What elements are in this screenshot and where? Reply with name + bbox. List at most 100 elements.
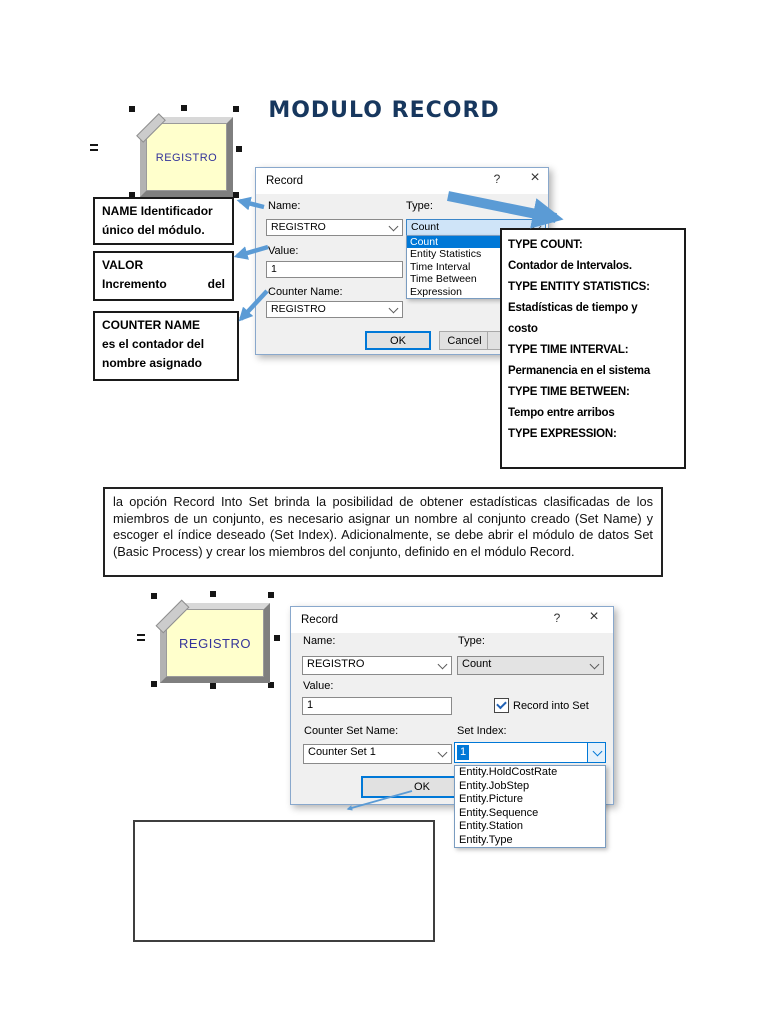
selection-handle[interactable] <box>274 635 280 641</box>
connector-mark <box>137 639 145 641</box>
value-input[interactable]: 1 <box>266 261 403 278</box>
callout-counter-line3: nombre asignado <box>102 356 203 370</box>
empty-annotation-box <box>133 820 435 942</box>
type-value: Count <box>462 658 492 670</box>
type-combobox[interactable]: Count <box>457 656 604 675</box>
record-into-set-label: Record into Set <box>513 700 589 712</box>
chevron-down-icon[interactable] <box>388 303 399 313</box>
counter-name-value: REGISTRO <box>271 303 326 315</box>
callout-name-rest: Identificador <box>140 204 213 218</box>
type-explanation-line: TYPE TIME BETWEEN: <box>508 386 630 398</box>
counter-set-name-label: Counter Set Name: <box>304 725 399 737</box>
set-index-option[interactable]: Entity.Picture <box>459 793 523 805</box>
selection-handle[interactable] <box>210 683 216 689</box>
page-title: MODULO RECORD <box>268 98 500 123</box>
set-index-dropdown-button[interactable] <box>587 743 605 762</box>
name-value: REGISTRO <box>271 221 326 233</box>
counter-set-name-value: Counter Set 1 <box>308 746 376 758</box>
callout-valor-line2: Incremento del <box>102 275 225 294</box>
name-label: Name: <box>268 200 301 212</box>
close-button[interactable]: × <box>530 169 540 186</box>
name-label: Name: <box>303 635 336 647</box>
type-explanation-line: TYPE COUNT: <box>508 239 583 251</box>
type-explanation-line: TYPE ENTITY STATISTICS: <box>508 281 650 293</box>
help-button[interactable]: ? <box>493 172 501 186</box>
selection-handle[interactable] <box>268 682 274 688</box>
type-option[interactable]: Time Interval <box>410 260 471 273</box>
type-label: Type: <box>406 200 433 212</box>
chevron-down-icon[interactable] <box>388 221 399 231</box>
record-module-shape-2[interactable]: REGISTRO <box>155 599 270 683</box>
selection-handle[interactable] <box>129 192 135 198</box>
counter-set-name-combobox[interactable]: Counter Set 1 <box>303 744 452 764</box>
set-index-option[interactable]: Entity.JobStep <box>459 779 530 792</box>
counter-name-combobox[interactable]: REGISTRO <box>266 301 403 318</box>
callout-valor-heading: VALOR <box>102 258 144 272</box>
value-label: Value: <box>268 245 299 257</box>
counter-name-label: Counter Name: <box>268 286 343 298</box>
callout-counter-heading: COUNTER NAME <box>102 318 200 332</box>
chevron-down-icon <box>592 746 603 756</box>
set-index-combobox[interactable]: 1 <box>454 742 606 763</box>
set-index-value: 1 <box>457 745 470 760</box>
value-text: 1 <box>271 263 277 275</box>
selection-handle[interactable] <box>151 593 157 599</box>
cancel-button[interactable]: Cancel <box>439 331 490 350</box>
ok-button[interactable]: OK <box>365 331 431 350</box>
type-explanation-line: Contador de Intervalos. <box>508 260 632 272</box>
set-index-option[interactable]: Entity.Type <box>459 833 513 846</box>
value-label: Value: <box>303 680 334 692</box>
dialog1-titlebar[interactable]: Record ? × <box>256 168 548 194</box>
type-explanation-line: TYPE TIME INTERVAL: <box>508 344 629 356</box>
callout-counter-name: COUNTER NAME es el contador del nombre a… <box>93 311 239 381</box>
callout-name-line1: NAME Identificador <box>102 202 225 221</box>
value-input[interactable]: 1 <box>302 697 452 715</box>
dialog1-title: Record <box>266 175 304 187</box>
name-combobox[interactable]: REGISTRO <box>266 219 403 236</box>
name-value: REGISTRO <box>307 658 365 670</box>
type-option[interactable]: Time Between <box>410 273 477 286</box>
record-into-set-paragraph: la opción Record Into Set brinda la posi… <box>103 487 663 577</box>
module-label: REGISTRO <box>179 635 251 651</box>
callout-valor-word2: del <box>207 277 225 291</box>
connector-mark <box>90 149 98 151</box>
close-button[interactable]: × <box>589 608 599 625</box>
selection-handle[interactable] <box>210 591 216 597</box>
selection-handle[interactable] <box>181 105 187 111</box>
record-module-shape[interactable]: REGISTRO <box>136 113 233 197</box>
module-body <box>160 603 270 683</box>
chevron-down-icon[interactable] <box>589 659 600 669</box>
dialog2-titlebar[interactable]: Record ? × <box>291 607 613 633</box>
type-explanation-box: TYPE COUNT: Contador de Intervalos. TYPE E… <box>500 228 686 469</box>
dialog2-title: Record <box>301 614 339 626</box>
callout-name: NAME Identificador único del módulo. <box>93 197 234 245</box>
set-index-label: Set Index: <box>457 725 507 737</box>
record-into-set-checkbox[interactable] <box>494 698 509 713</box>
value-text: 1 <box>307 699 314 711</box>
name-combobox[interactable]: REGISTRO <box>302 656 452 675</box>
selection-handle[interactable] <box>233 106 239 112</box>
selection-handle[interactable] <box>268 592 274 598</box>
type-option[interactable]: Entity Statistics <box>410 248 482 261</box>
chevron-down-icon[interactable] <box>437 659 448 669</box>
set-index-option[interactable]: Entity.Station <box>459 820 523 832</box>
type-explanation-line: costo <box>508 323 538 335</box>
selection-handle[interactable] <box>233 192 239 198</box>
set-index-option[interactable]: Entity.HoldCostRate <box>459 766 558 778</box>
type-value: Count <box>411 221 440 233</box>
callout-name-line2: único del módulo. <box>102 223 205 237</box>
help-button[interactable]: ? <box>553 611 561 625</box>
set-index-option[interactable]: Entity.Sequence <box>459 806 539 819</box>
selection-handle[interactable] <box>129 106 135 112</box>
type-explanation-line: Estadísticas de tiempo y <box>508 302 638 314</box>
chevron-down-icon[interactable] <box>437 747 448 758</box>
type-label: Type: <box>458 635 485 647</box>
module-label: REGISTRO <box>155 152 218 164</box>
selection-handle[interactable] <box>236 146 242 152</box>
type-option[interactable]: Expression <box>410 285 462 298</box>
type-explanation-line: Tempo entre arribos <box>508 407 615 419</box>
connector-mark <box>90 144 98 146</box>
callout-name-heading: NAME <box>102 204 138 218</box>
selection-handle[interactable] <box>151 681 157 687</box>
